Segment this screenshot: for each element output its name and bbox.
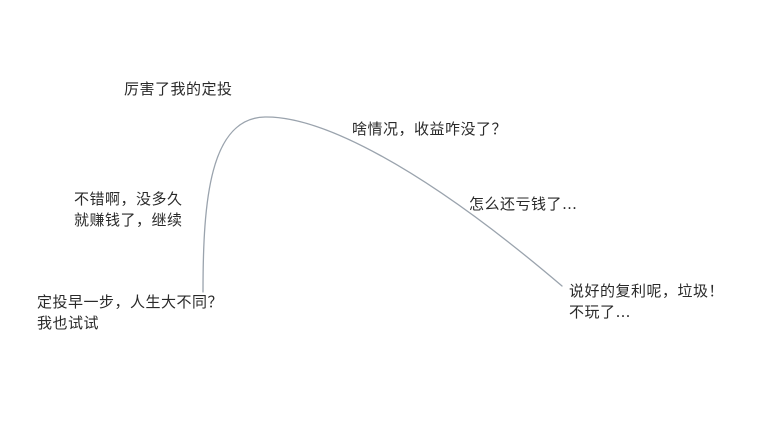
annotation-peak: 厉害了我的定投 <box>124 79 233 100</box>
annotation-rising: 不错啊，没多久 就赚钱了，继续 <box>74 189 183 231</box>
annotation-line: 我也试试 <box>37 314 100 332</box>
annotation-end: 说好的复利呢，垃圾！ 不玩了… <box>569 281 724 323</box>
annotation-line: 不错啊，没多久 <box>74 190 183 208</box>
annotation-start: 定投早一步，人生大不同？ 我也试试 <box>37 292 223 334</box>
annotation-line: 厉害了我的定投 <box>124 80 233 98</box>
annotation-line: 啥情况，收益咋没了？ <box>352 120 508 138</box>
curve-line <box>202 116 563 293</box>
annotation-line: 就赚钱了，继续 <box>74 211 183 229</box>
annotation-line: 定投早一步，人生大不同？ <box>37 293 224 311</box>
annotation-falling: 啥情况，收益咋没了？ <box>352 119 507 140</box>
annotation-line: 说好的复利呢，垃圾！ <box>569 282 725 300</box>
annotation-line: 不玩了… <box>569 303 632 321</box>
annotation-loss: 怎么还亏钱了… <box>469 194 578 215</box>
annotation-line: 怎么还亏钱了… <box>469 195 578 213</box>
